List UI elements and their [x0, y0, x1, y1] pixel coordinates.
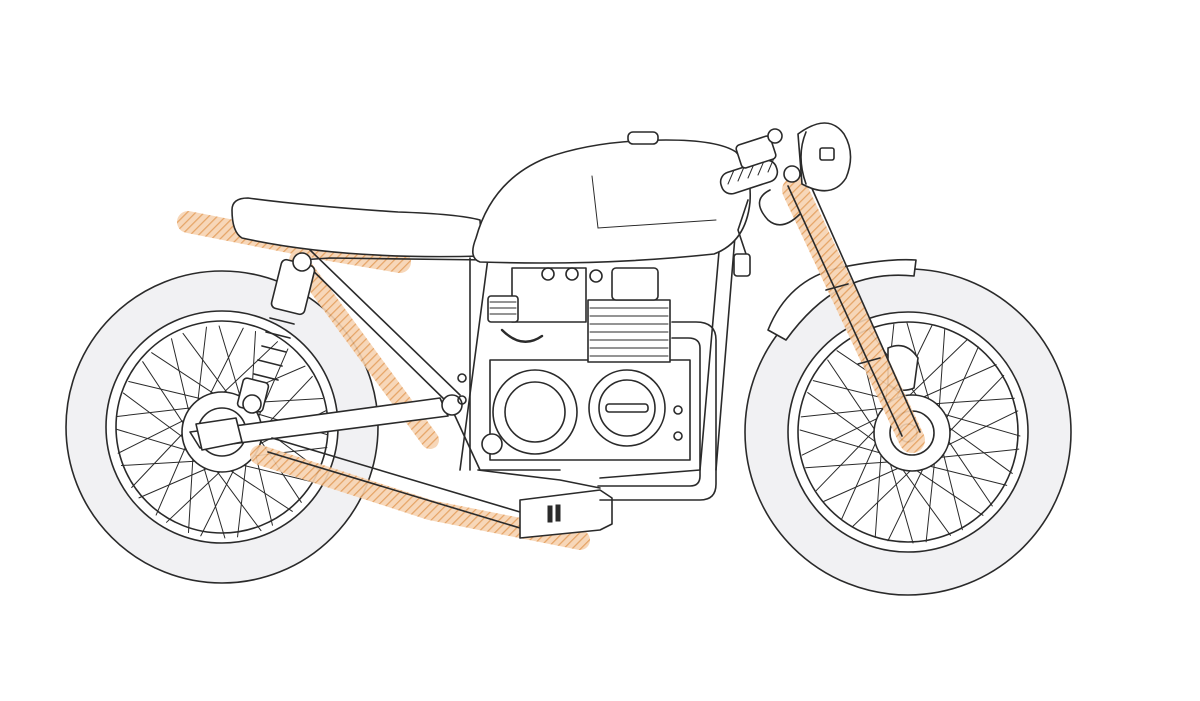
- cylinder-head: [587, 299, 671, 363]
- rear-shock: [236, 252, 316, 414]
- front-fork: [787, 183, 921, 437]
- spoke: [841, 432, 881, 520]
- fuel-cap: [627, 131, 659, 145]
- fuel-tank: [472, 139, 752, 264]
- spoke: [886, 451, 914, 544]
- engine: [457, 267, 691, 461]
- spoke: [799, 429, 892, 457]
- spoke: [815, 422, 883, 492]
- carburetor: [511, 267, 587, 323]
- spoke: [874, 442, 883, 538]
- spoke: [851, 460, 921, 528]
- seat: [231, 197, 483, 258]
- exhaust: [267, 321, 717, 539]
- header-pipes: [599, 321, 717, 501]
- spoke: [807, 392, 885, 449]
- spoke: [827, 359, 881, 439]
- spoke: [894, 458, 951, 536]
- cockpit: [719, 122, 852, 277]
- spoke: [800, 406, 896, 418]
- spoke: [805, 460, 901, 469]
- spoke: [801, 413, 888, 456]
- fork-highlight: [782, 177, 925, 453]
- spoke: [823, 462, 911, 502]
- swingarm: [189, 397, 449, 449]
- muffler: [519, 489, 613, 539]
- spoke: [899, 338, 969, 406]
